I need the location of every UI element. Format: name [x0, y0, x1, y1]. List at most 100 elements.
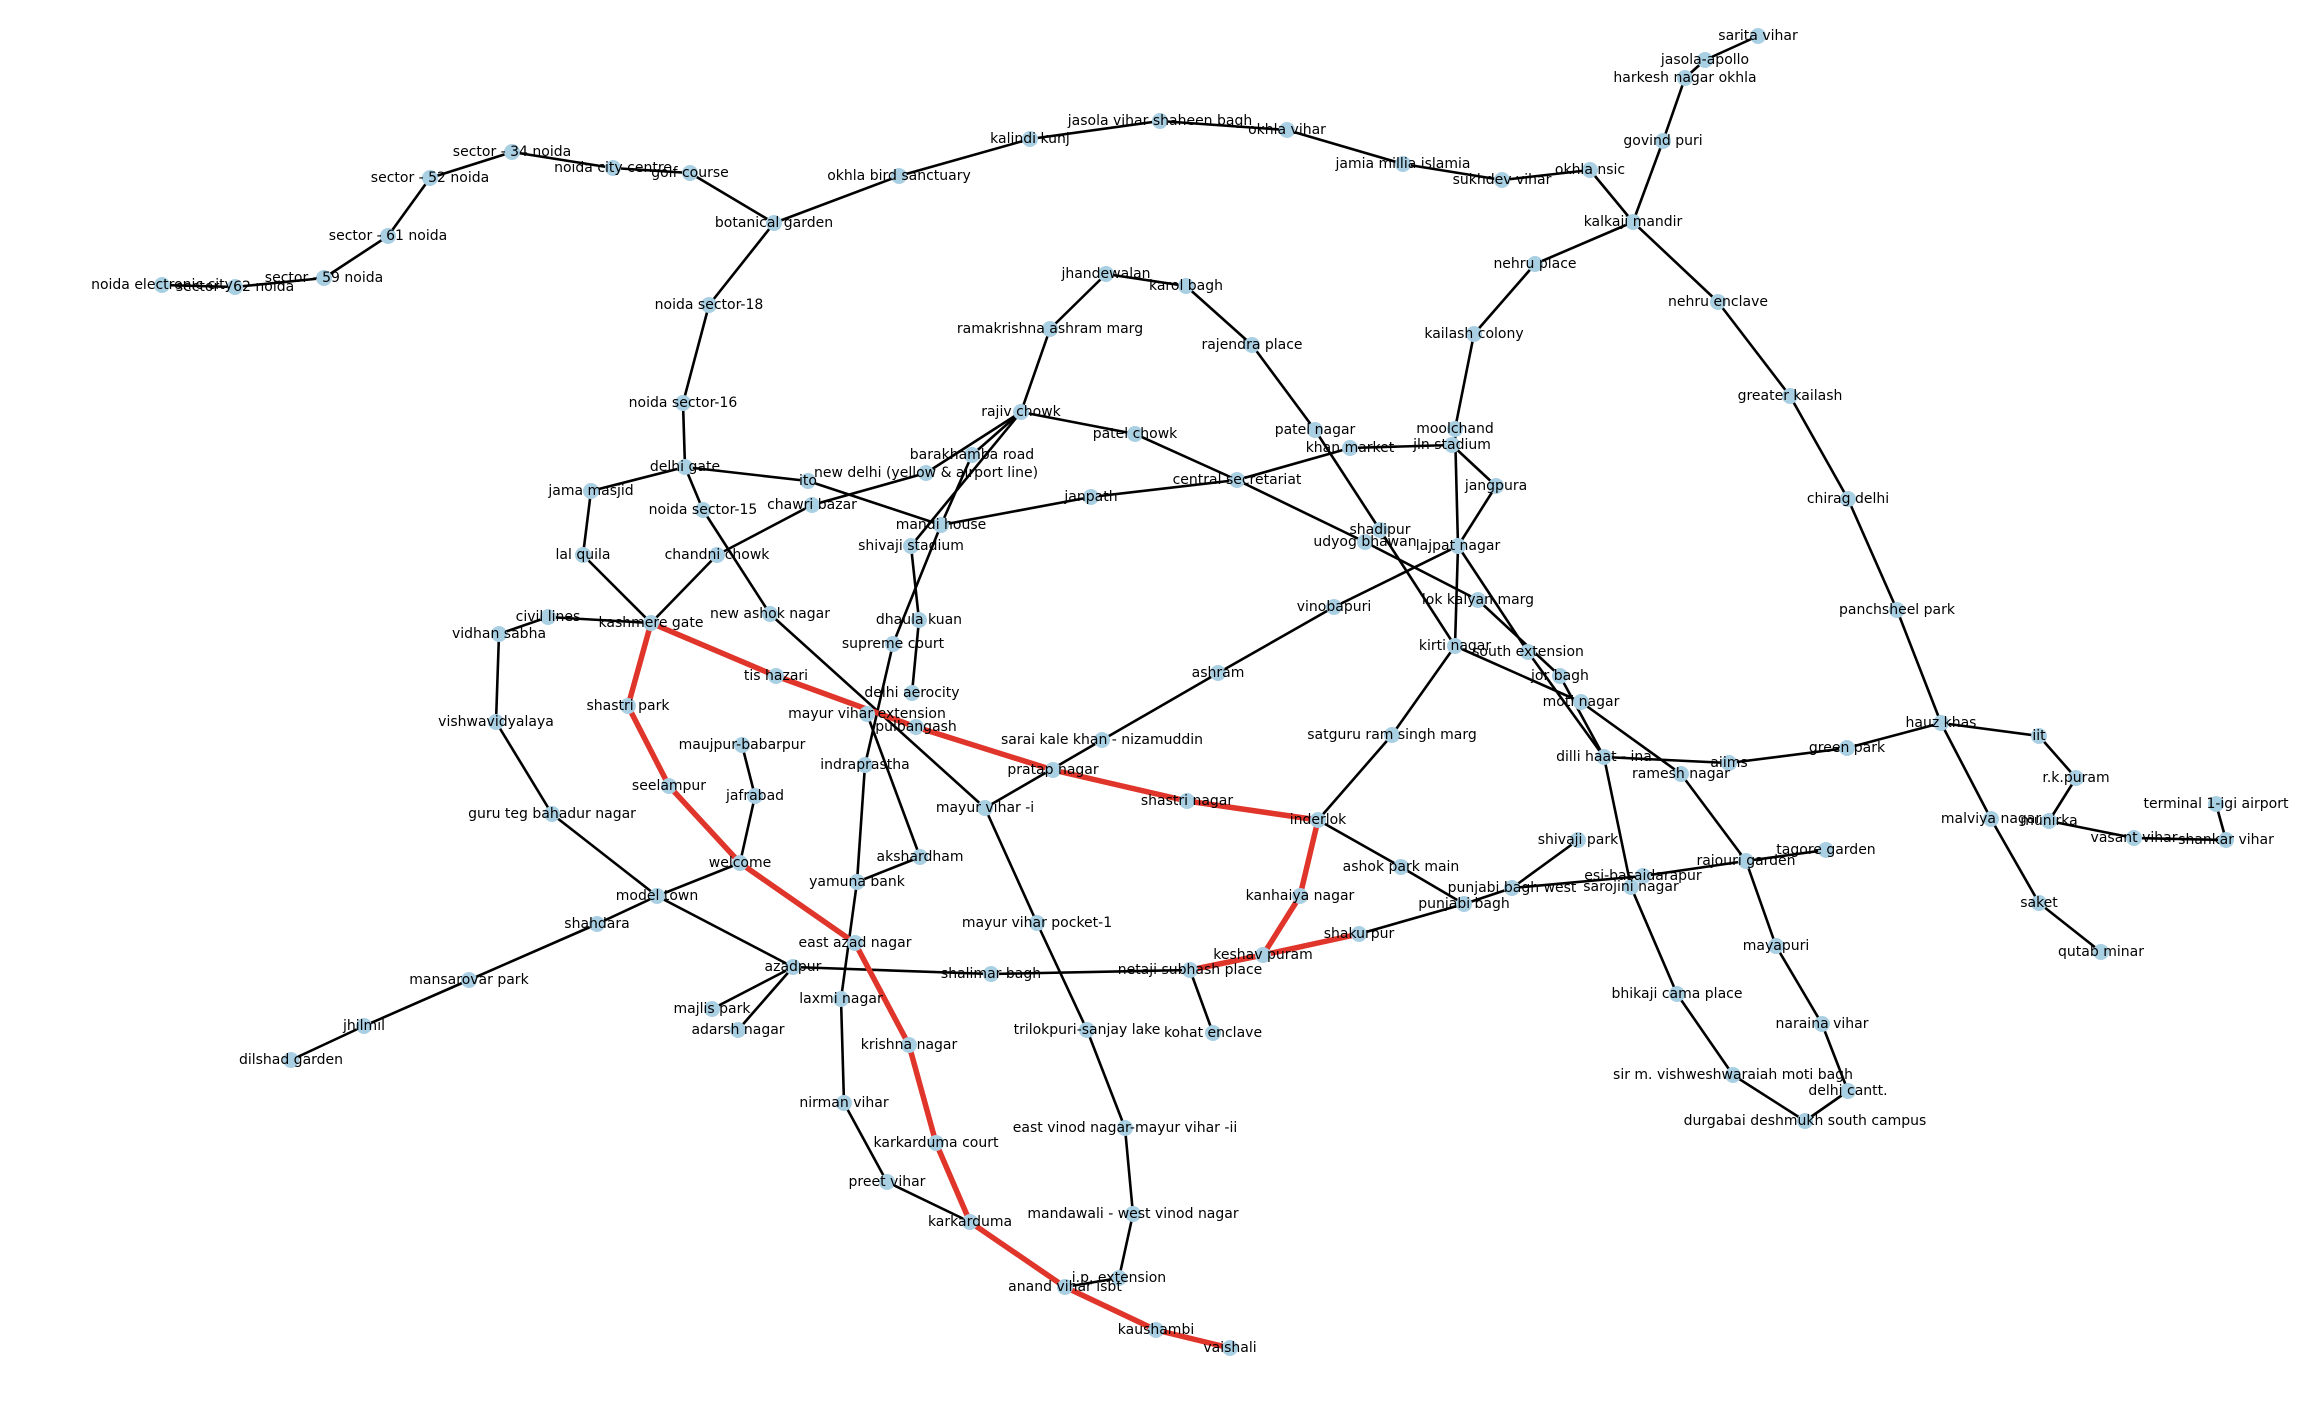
node-azadpur: [785, 959, 801, 975]
edge-jhilmil--dilshad-garden: [290, 1024, 365, 1062]
node-netaji-subhash-place: [1182, 962, 1198, 978]
edge-east-vinod-nagar-mayur-vihar-ii--mandawali-west-vinod-nagar: [1123, 1127, 1135, 1215]
node-shahdara: [589, 916, 605, 932]
node-udyog-bhawan: [1357, 534, 1373, 550]
node-kashmere-gate: [643, 615, 659, 631]
edge-azadpur--adarsh-nagar: [737, 966, 794, 1031]
node-jama-masjid: [583, 483, 599, 499]
node-sector-34-noida: [504, 144, 520, 160]
node-label-barakhamba-road: barakhamba road: [910, 447, 1034, 463]
node-pratap-nagar: [1045, 762, 1061, 778]
node-harkesh-nagar-okhla: [1677, 70, 1693, 86]
edge-dilli-haat-ina--south-extension: [1526, 651, 1606, 758]
edge-krishna-nagar--karkarduma-court: [906, 1044, 939, 1144]
edge-vasant-vihar--shankar-vihar: [2133, 836, 2227, 842]
edge-indraprastha--yamuna-bank: [855, 764, 867, 883]
edge-shalimar-bagh--netaji-subhash-place: [990, 968, 1191, 976]
edge-hauz-khas--iit: [1940, 721, 2040, 738]
node-shastri-park: [620, 698, 636, 714]
edge-keshav-puram--shakurpur: [1262, 931, 1360, 958]
node-label-karol-bagh: karol bagh: [1149, 278, 1223, 294]
edge-lal-quila--kashmere-gate: [582, 554, 652, 624]
edge-akshardham--mayur-vihar-extension: [865, 713, 922, 858]
edge-karkarduma-court--karkarduma: [933, 1141, 973, 1224]
node-label-terminal-1-igi-airport: terminal 1-igi airport: [2144, 796, 2289, 812]
node-mayur-vihar-extension: [859, 706, 875, 722]
edge-shastri-nagar--inderlok: [1186, 798, 1319, 823]
node-label-adarsh-nagar: adarsh nagar: [691, 1022, 784, 1038]
node-label-jamia-millia-islamia: jamia millia islamia: [1334, 156, 1470, 172]
edge-mandi-house--janpath: [940, 495, 1092, 527]
edge-mandawali-west-vinod-nagar--i-p-extension: [1117, 1213, 1135, 1279]
edge-jafrabad--maujpur-babarpur: [740, 744, 757, 797]
node-label-sarita-vihar: sarita vihar: [1718, 28, 1798, 44]
node-label-pulbangash: pulbangash: [875, 719, 957, 735]
edge-model-town--azadpur: [656, 894, 794, 969]
node-welcome: [732, 855, 748, 871]
node-sarai-kale-khan-nizamuddin: [1094, 732, 1110, 748]
edge-mandi-house--supreme-court: [891, 524, 943, 645]
edge-jama-masjid--lal-quila: [581, 490, 593, 556]
node-moolchand: [1447, 421, 1463, 437]
edge-laxmi-nagar--nirman-vihar: [839, 998, 846, 1104]
node-label-sector-61-noida: sector - 61 noida: [329, 228, 447, 244]
node-label-jor-bagh: jor bagh: [1530, 668, 1589, 684]
node-delhi-cantt: [1840, 1083, 1856, 1099]
edge-ramakrishna-ashram-marg--jhandewalan: [1049, 273, 1107, 330]
edge-patel-chowk--central-secretariat: [1134, 432, 1238, 482]
node-shakurpur: [1351, 926, 1367, 942]
node-label-satguru-ram-singh-marg: satguru ram singh marg: [1307, 727, 1477, 743]
node-label-sukhdev-vihar: sukhdev vihar: [1453, 172, 1552, 188]
node-label-dhaula-kuan: dhaula kuan: [876, 612, 962, 628]
node-label-rajendra-place: rajendra place: [1201, 337, 1302, 353]
edge-noida-sector-18--noida-sector-16: [681, 304, 711, 404]
edge-ashok-park-main--punjabi-bagh: [1400, 865, 1465, 906]
node-sarojini-nagar: [1623, 879, 1639, 895]
node-label-kailash-colony: kailash colony: [1424, 326, 1523, 342]
edge-sector-34-noida--sector-52-noida: [429, 150, 513, 180]
edge-inderlok--ashok-park-main: [1317, 818, 1402, 869]
edges-layer: [161, 34, 2228, 1351]
node-label-akshardham: akshardham: [877, 849, 964, 865]
node-label-mandi-house: mandi house: [896, 517, 987, 533]
node-label-noida-sector-18: noida sector-18: [655, 297, 764, 313]
edge-khan-market--central-secretariat: [1236, 446, 1351, 482]
edge-vidhan-sabha--vishwavidyalaya: [494, 633, 501, 723]
edge-shastri-park--seelampur: [625, 704, 672, 788]
node-label-chawri-bazar: chawri bazar: [767, 497, 857, 513]
node-label-sector-62-noida: sector - 62 noida: [176, 279, 294, 295]
node-sector-59-noida: [316, 270, 332, 286]
node-sir-m-vishweshwaraiah-moti-bagh: [1725, 1067, 1741, 1083]
node-label-vaishali: vaishali: [1203, 1340, 1256, 1356]
node-nehru-enclave: [1710, 294, 1726, 310]
edge-delhi-cantt--durgabai-deshmukh-south-campus: [1804, 1089, 1849, 1123]
edge-malviya-nagar--saket: [1989, 818, 2041, 904]
edge-ito--mandi-house: [807, 479, 942, 527]
node-vasant-vihar: [2126, 830, 2142, 846]
node-label-sir-m-vishweshwaraiah-moti-bagh: sir m. vishweshwaraiah moti bagh: [1613, 1067, 1853, 1083]
node-shadipur: [1372, 522, 1388, 538]
edge-anand-vihar-isbt--kaushambi: [1063, 1284, 1158, 1333]
node-kanhaiya-nagar: [1292, 888, 1308, 904]
edge-yamuna-bank--akshardham: [856, 855, 921, 884]
node-label-yamuna-bank: yamuna bank: [809, 874, 906, 890]
node-label-jln-stadium: jln stadium: [1412, 437, 1491, 453]
node-label-esi-basaidarapur: esi-basaidarapur: [1584, 868, 1702, 884]
edge-rajouri-garden--mayapuri: [1744, 860, 1778, 947]
node-label-shakurpur: shakurpur: [1324, 926, 1395, 942]
edge-inderlok--kanhaiya-nagar: [1297, 819, 1321, 897]
node-label-lajpat-nagar: lajpat nagar: [1416, 538, 1501, 554]
node-label-vishwavidyalaya: vishwavidyalaya: [438, 714, 554, 730]
edge-netaji-subhash-place--kohat-enclave: [1188, 969, 1215, 1034]
node-jor-bagh: [1552, 668, 1568, 684]
edge-dhaula-kuan--delhi-aerocity: [910, 619, 921, 694]
node-jafrabad: [747, 788, 763, 804]
edge-rajendra-place--patel-nagar: [1250, 344, 1317, 431]
node-jln-stadium: [1444, 437, 1460, 453]
node-ashram: [1210, 665, 1226, 681]
node-label-patel-chowk: patel chowk: [1093, 426, 1178, 442]
edge-lok-kalyan-marg--jor-bagh: [1477, 599, 1561, 677]
edge-pulbangash--pratap-nagar: [915, 724, 1054, 773]
edge-mansarovar-park--jhilmil: [363, 978, 470, 1028]
node-label-qutab-minar: qutab minar: [2058, 944, 2144, 960]
